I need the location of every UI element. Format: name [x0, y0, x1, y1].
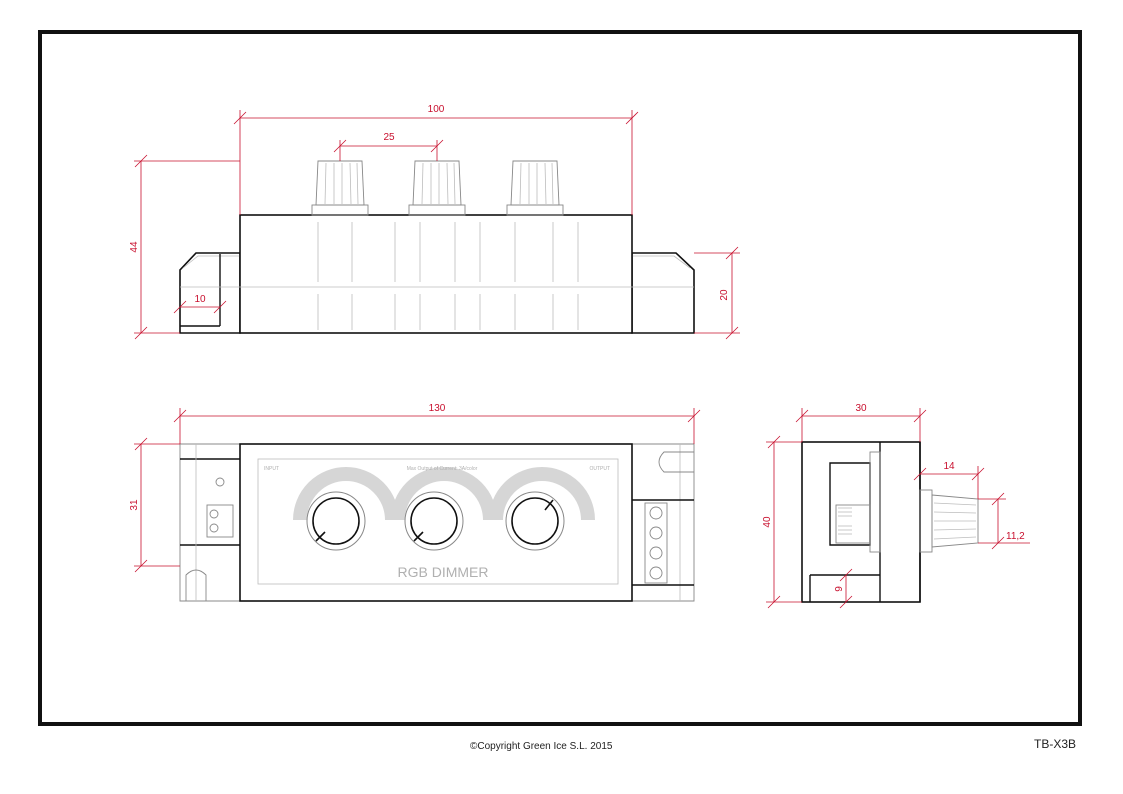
copyright-text: ©Copyright Green Ice S.L. 2015: [470, 741, 613, 752]
dimension-lines: [134, 110, 1030, 609]
dial-3: [489, 467, 595, 551]
dim-height-total: 44: [129, 241, 140, 253]
dim-top-width: 100: [428, 104, 445, 115]
dim-width-front: 31: [129, 499, 140, 511]
knob-3: [506, 160, 564, 216]
dim-side-height: 40: [762, 516, 773, 528]
dim-knob-spacing: 25: [383, 132, 395, 143]
drawing-code: TB-X3B: [1034, 737, 1077, 751]
dim-base-offset: 9: [834, 586, 845, 592]
side-knob: [919, 489, 979, 553]
dim-length-total: 130: [429, 403, 446, 414]
label-output: OUTPUT: [589, 466, 610, 472]
dim-side-depth: 30: [855, 403, 867, 414]
dim-body-height: 20: [719, 289, 730, 301]
dial-1: [293, 467, 399, 551]
label-input: INPUT: [264, 466, 279, 472]
knob-2: [408, 160, 466, 216]
label-product: RGB DIMMER: [398, 564, 489, 580]
dimension-labels: 100 25 44 10 20 130 31 30 40 14 11,2 9: [129, 104, 1025, 592]
knob-1: [311, 160, 369, 216]
dim-knob-length: 14: [943, 461, 955, 472]
side-view: [801, 441, 979, 603]
dim-flange-width: 10: [194, 294, 206, 305]
plan-view: INPUT Max Output of Current: 3A/color OU…: [179, 443, 695, 602]
drawing-frame: [38, 30, 1082, 726]
dim-knob-diameter: 11,2: [1006, 531, 1025, 542]
elevation-view: [179, 160, 695, 334]
dial-2: [391, 467, 497, 551]
label-max-output: Max Output of Current: 3A/color: [407, 466, 478, 472]
